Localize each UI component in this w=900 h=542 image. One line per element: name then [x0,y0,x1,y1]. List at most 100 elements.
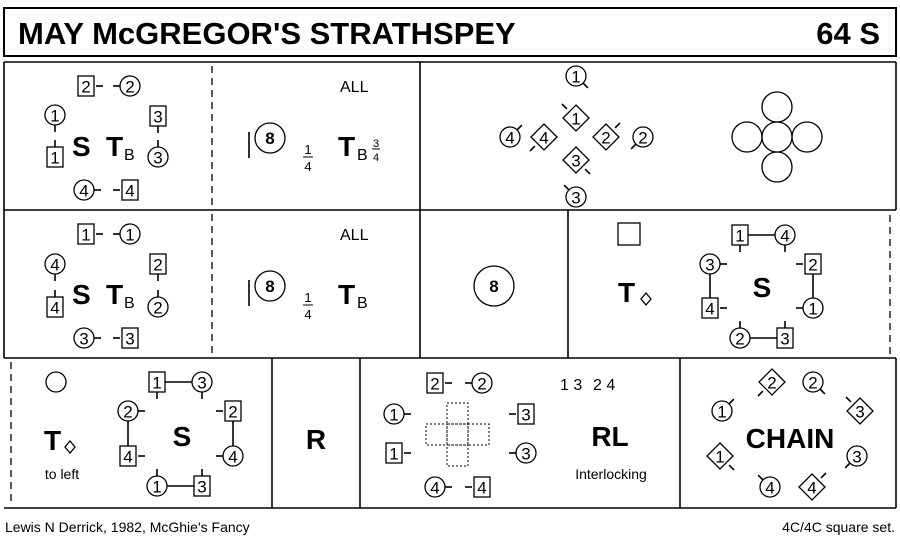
dancer-number: 2 [638,129,647,148]
couples-pair-a: 1 3 [560,377,582,394]
dancer-number: 2 [477,375,486,394]
dancer-woman-3: 3 [147,140,169,168]
dancer-number: 4 [430,479,439,498]
facing-tick [845,396,852,403]
dancer-woman-2: 2 [630,126,654,150]
dancer-man-1: 1 [385,442,411,464]
circle-icon [499,126,521,148]
dancer-number: 1 [571,68,580,87]
square-icon [385,442,403,464]
circle-icon [759,476,781,498]
facing-tick [728,398,735,405]
setting-label: S [173,421,192,452]
circle-icon [73,179,95,201]
footer-credit: Lewis N Derrick, 1982, McGhie's Fancy [5,519,250,535]
dancer-number: 4 [79,182,88,201]
dancer-number: 1 [50,107,59,126]
dancer-woman-2: 2 [113,75,141,97]
dancer-woman-1: 1 [711,398,735,422]
dancer-number: 3 [521,406,530,425]
facing-tick [516,124,523,131]
diamond-icon [592,123,620,151]
dancer-number: 1 [50,149,59,168]
square-icon [731,224,749,246]
chain-label: CHAIN [746,423,835,454]
dancer-number: 1 [152,478,161,497]
fraction-denominator: 4 [304,159,311,174]
dancer-number: 3 [571,189,580,208]
dancer-diamond-1: 1 [706,442,735,471]
turn-label: T [106,279,123,310]
square-icon [46,146,64,168]
dancer-woman-1: 1 [796,297,824,319]
dancer-number: 1 [389,406,398,425]
square-icon [473,476,491,498]
circle-icon [565,65,587,87]
couples-pair-b: 2 4 [593,377,615,394]
dancer-number: 4 [125,182,134,201]
dancer-number: 2 [430,375,439,394]
facing-tick [757,390,764,397]
dancer-number: 3 [852,448,861,467]
dance-title: MAY McGREGOR'S STRATHSPEY [18,16,516,51]
dancer-number: 3 [571,152,580,171]
dancer-number: 2 [125,78,134,97]
square-icon [121,327,139,349]
dancer-number: 3 [153,108,162,127]
circle-icon [117,400,139,422]
dancer-number: 2 [735,330,744,349]
circle-icon [711,400,733,422]
fraction-denominator: 4 [304,307,311,322]
circle-symbol [254,122,286,154]
title-frame [3,7,897,57]
setting-label: S [753,272,772,303]
dancer-woman-4: 4 [73,179,101,201]
square-icon [224,400,242,422]
dancer-woman-3: 3 [844,445,868,469]
turn-label: T [106,131,123,162]
dancer-woman-2: 2 [729,321,751,349]
dancer-number: 1 [152,374,161,393]
facing-tick [728,464,735,471]
dancer-woman-4: 4 [216,445,244,467]
square-icon [46,296,64,318]
dancer-number: 2 [81,78,90,97]
row2-cell2: ALL 8 1 4 T B [248,227,369,322]
dancer-number: 4 [807,479,816,498]
dancer-man-4: 4 [701,297,727,319]
dotted-cross [425,402,490,467]
dancer-man-2: 2 [149,253,167,281]
circle-icon [146,475,168,497]
dancer-woman-2: 2 [117,400,145,422]
dancer-number: 3 [705,256,714,275]
facing-tick [614,122,621,129]
dancer-diamond-3: 3 [845,396,874,425]
dancer-man-3: 3 [193,469,211,497]
dancer-woman-4: 4 [44,253,66,281]
diamond-icon [562,104,590,132]
dancer-woman-1: 1 [146,469,168,497]
dancer-number: 4 [780,227,789,246]
bars-type: 64 S [816,16,880,51]
dancer-number: 4 [539,129,548,148]
dancer-woman-4: 4 [757,474,781,498]
reel-label: R [306,424,326,455]
dancer-diamond-4: 4 [529,123,558,152]
dancer-number: 2 [601,129,610,148]
dancer-man-2: 2 [216,400,242,422]
setting-label: S [72,131,91,162]
circle-icon [424,476,446,498]
square-icon [121,179,139,201]
turn-label: T [338,131,355,162]
circle-icon [802,371,824,393]
square-icon [77,75,95,97]
circle-icon [565,186,587,208]
